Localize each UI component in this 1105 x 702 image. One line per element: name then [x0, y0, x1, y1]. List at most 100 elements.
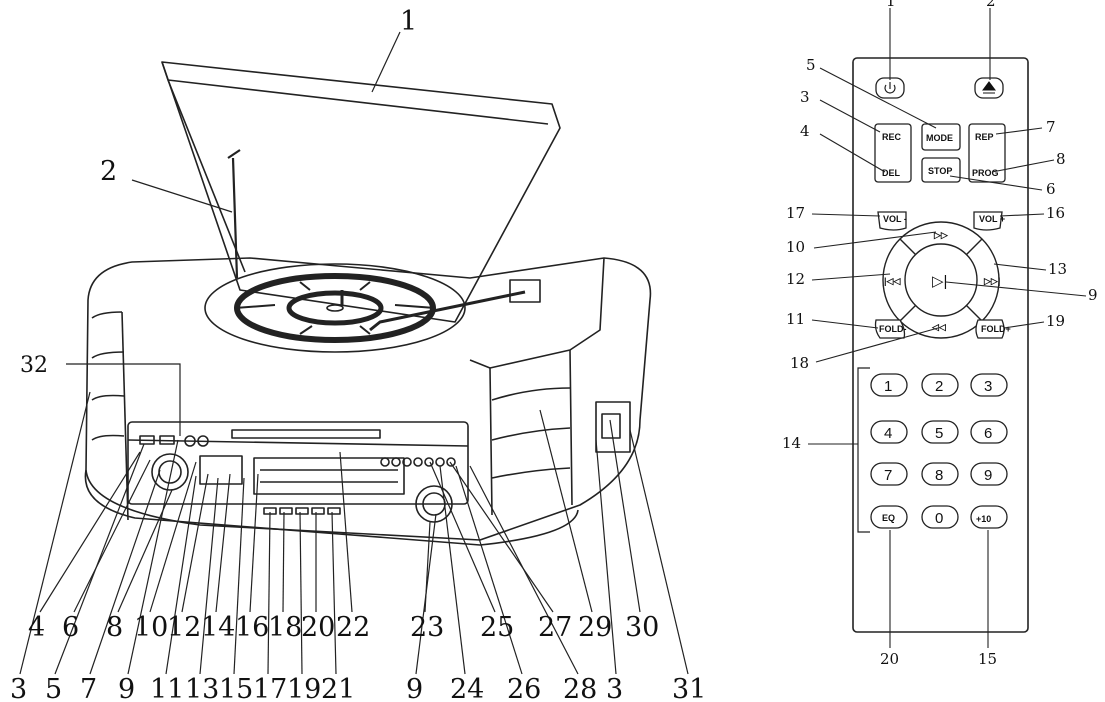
tonearm: [369, 290, 526, 332]
callout-lower: 3: [606, 674, 623, 702]
key-3: 3: [984, 378, 992, 395]
callout-lower: 5: [45, 674, 62, 702]
cabinet-body: [85, 257, 652, 541]
callout-lower: 24: [450, 674, 484, 702]
key-8: 8: [935, 467, 943, 484]
stereo-row-upper: 4 6 8 10 12 14 16 18 20 22 23 25 27 29 3…: [28, 612, 659, 643]
remote-body: [852, 57, 1029, 633]
vol-minus-label: VOL -: [883, 214, 907, 224]
fold-minus-label: FOLD-: [879, 324, 907, 334]
remote-callout: 3: [800, 88, 810, 106]
rep-label: REP: [975, 132, 994, 142]
callout-lower: 11: [150, 674, 184, 702]
rewind-icon: ◁◁: [931, 322, 947, 332]
key-0: 0: [935, 510, 943, 527]
fold-plus-button: [975, 319, 1005, 339]
remote-callout: 11: [786, 310, 805, 328]
callout-upper: 12: [167, 612, 201, 643]
callout-lower: 9: [406, 674, 423, 702]
fast-forward-icon: ▷▷: [933, 230, 949, 240]
mode-label: MODE: [926, 133, 953, 143]
dpad: [882, 221, 1000, 339]
callout-lower: 31: [672, 674, 706, 702]
remote-callout: 5: [806, 56, 816, 74]
play-pause-icon: ▷|: [932, 273, 947, 290]
callout-upper: 22: [336, 612, 370, 643]
stereo-row-lower: 3 5 7 9 11 13 15 17 19 21 9 24 26 28 3 3…: [10, 674, 706, 702]
eq-label: EQ: [882, 513, 895, 523]
callout-lower: 17: [253, 674, 287, 702]
remote-callout: 6: [1046, 180, 1056, 198]
stereo-illustration: [84, 61, 652, 546]
remote-callout: 10: [786, 238, 805, 256]
remote-callout: 2: [986, 0, 996, 10]
callout-lower: 19: [287, 674, 321, 702]
cabinet-base: [84, 469, 579, 546]
key-1: 1: [884, 378, 892, 395]
callout-upper: 23: [410, 612, 444, 643]
previous-track-icon: |◁◁: [884, 276, 901, 286]
callout-upper: 27: [538, 612, 572, 643]
key-4: 4: [884, 425, 892, 442]
key-6: 6: [984, 425, 992, 442]
prog-label: PROG: [972, 168, 999, 178]
turntable-platter: [204, 263, 466, 353]
callout-lower: 26: [507, 674, 541, 702]
callout-upper: 29: [578, 612, 612, 643]
plus10-label: +10: [976, 514, 991, 524]
front-panel: [127, 421, 469, 505]
volume-knob: [151, 453, 189, 491]
remote-callout: 7: [1046, 118, 1056, 136]
callout-1: 1: [400, 6, 417, 37]
tuning-knob: [415, 485, 453, 523]
remote-callout: 4: [800, 122, 810, 140]
remote-callouts: 1 2 5 3 4 17 10 12 11 18 14 7 8 6 16 13 …: [782, 0, 1098, 668]
callout-upper: 4: [28, 612, 45, 643]
vol-plus-label: VOL +: [979, 214, 1005, 224]
key-2: 2: [935, 378, 943, 395]
callout-32: 32: [20, 353, 48, 378]
remote-callout: 19: [1046, 312, 1065, 330]
remote-callout: 8: [1056, 150, 1066, 168]
callout-upper: 16: [235, 612, 269, 643]
panel-buttons: [139, 435, 456, 515]
stereo-leader-lines: [19, 31, 689, 675]
power-button: [875, 77, 905, 99]
remote-callout: 14: [782, 434, 801, 452]
rec-label: REC: [882, 132, 902, 142]
callout-upper: 20: [301, 612, 335, 643]
remote-callout: 18: [790, 354, 809, 372]
callout-lower: 7: [80, 674, 97, 702]
next-track-icon: ▷▷|: [983, 276, 1000, 286]
keypad-bracket: [857, 367, 870, 533]
remote-callout: 13: [1048, 260, 1067, 278]
keypad: 1 2 3 4 5 6 7 8 9 EQ 0 +10: [870, 373, 1008, 529]
callout-upper: 30: [625, 612, 659, 643]
remote-callout: 17: [786, 204, 805, 222]
callout-upper: 8: [106, 612, 123, 643]
callout-lower: 28: [563, 674, 597, 702]
callout-lower: 3: [10, 674, 27, 702]
remote-callout: 20: [880, 650, 899, 668]
callout-2: 2: [100, 156, 117, 187]
remote-callout: 15: [978, 650, 997, 668]
eject-button: [974, 77, 1004, 99]
key-7: 7: [884, 467, 892, 484]
fold-plus-label: FOLD+: [981, 324, 1011, 334]
callout-upper: 10: [134, 612, 168, 643]
callout-upper: 14: [201, 612, 235, 643]
mode-button: [921, 123, 961, 151]
remote-control: REC DEL MODE STOP REP PROG VOL - VOL + ▷…: [852, 57, 1029, 633]
callout-upper: 25: [480, 612, 514, 643]
turntable-lid: [161, 61, 561, 323]
callout-lower: 21: [321, 674, 355, 702]
cd-slot: [231, 429, 381, 439]
callout-lower: 15: [219, 674, 253, 702]
display-window: [199, 455, 243, 485]
vol-plus-button: [973, 211, 1003, 231]
radio-dial: [253, 457, 405, 495]
power-icon: [884, 82, 896, 94]
key-5: 5: [935, 425, 943, 442]
remote-callout: 9: [1088, 286, 1098, 304]
callout-lower: 9: [118, 674, 135, 702]
